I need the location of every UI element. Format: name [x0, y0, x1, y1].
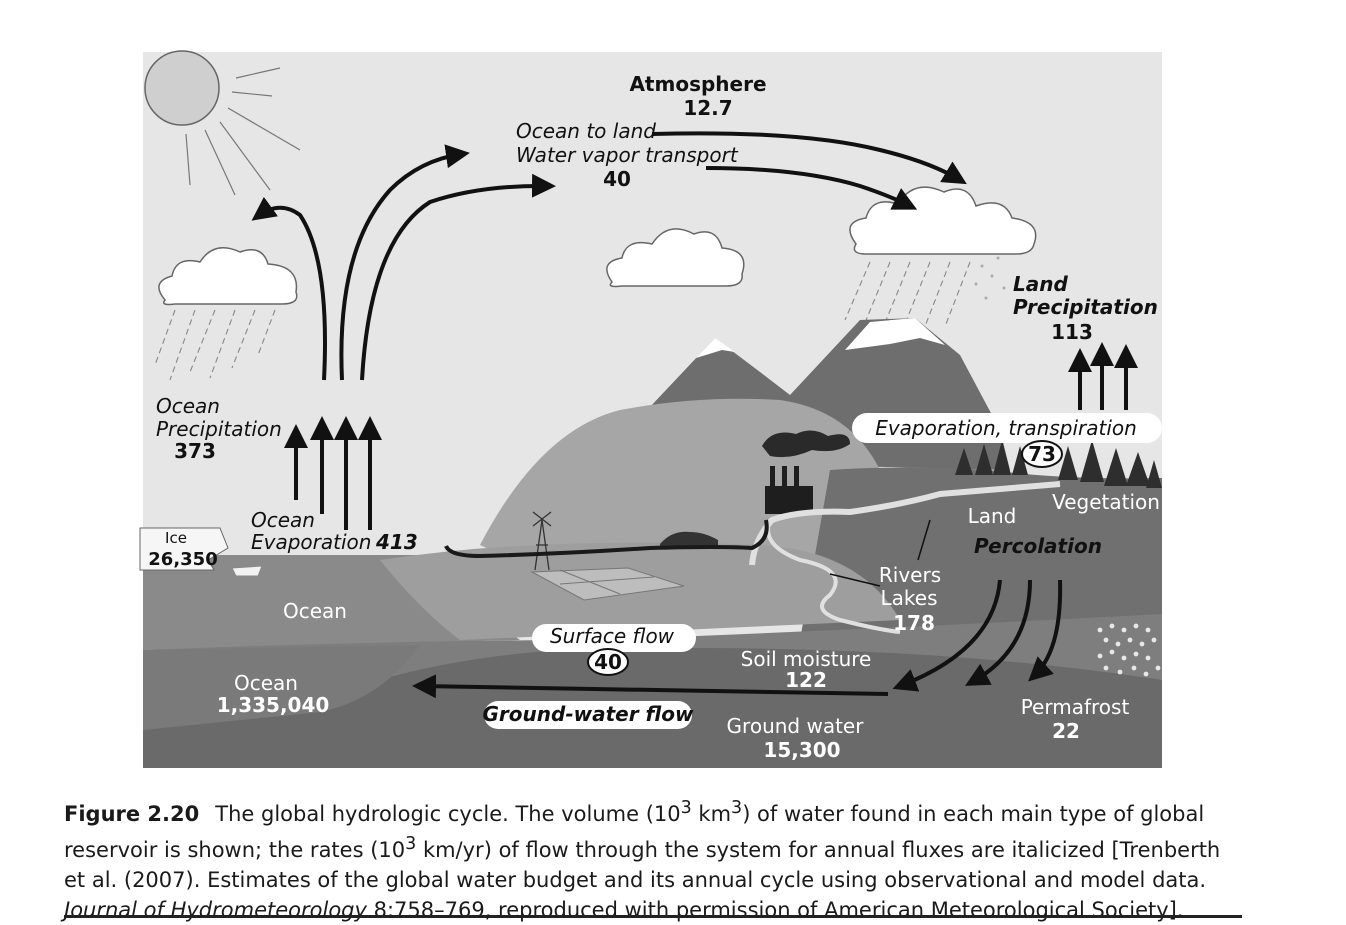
surface-flow-value: 40 [594, 650, 622, 674]
permafrost-value: 22 [1052, 719, 1080, 743]
ocean-deep [143, 645, 420, 730]
land-precip-label-1: Land [1013, 272, 1068, 296]
ocean-to-land-label: Ocean to land [516, 119, 656, 143]
ocean-precip-label-1: Ocean [156, 394, 220, 418]
forest [955, 440, 1162, 488]
land-precip-label-2: Precipitation [1013, 295, 1158, 319]
ice-value: 26,350 [148, 549, 217, 570]
farm-fields [530, 567, 685, 601]
caption-rule [64, 915, 1242, 918]
evap-transp-value: 73 [1028, 442, 1056, 466]
surface-flow-box [532, 624, 696, 652]
evap-transp-box [852, 413, 1162, 443]
soil-moisture-value: 122 [785, 668, 827, 692]
caption-sup-3: 3 [405, 834, 417, 854]
figure-number: Figure 2.20 [64, 802, 200, 826]
caption-journal: Journal of Hydrometeorology [64, 898, 367, 922]
caption-text-4: km/yr) of flow through the system for an… [64, 838, 1221, 892]
atmosphere-title: Atmosphere [629, 72, 766, 96]
caption-sup-1: 3 [680, 798, 692, 818]
vapor-arrows [251, 131, 967, 381]
sun-icon [144, 50, 301, 196]
rivers-label: Rivers [879, 563, 941, 587]
ocean-evap-label-2: Evaporation [251, 530, 371, 554]
factory-icon [762, 430, 850, 514]
water-vapor-transport-label: Water vapor transport [516, 143, 739, 167]
ice-label: Ice [165, 529, 187, 547]
soil-moisture-label: Soil moisture [741, 647, 872, 671]
ice-shelf [139, 527, 229, 571]
caption-text-3: ) of water found in each main type of gl… [64, 802, 1205, 862]
land-right [800, 467, 1162, 640]
surface-flow-line [444, 519, 769, 559]
evaporation-arrows [284, 342, 1138, 530]
atmosphere-value: 12.7 [683, 96, 732, 120]
percolation-label: Percolation [974, 534, 1102, 558]
hydrologic-cycle-diagram: Atmosphere 12.7 Ocean to land Water vapo… [139, 50, 1162, 768]
groundwater-flow-label: Ground-water flow [483, 702, 695, 726]
ocean-volume-label: Ocean [234, 671, 298, 695]
land-label: Land [968, 504, 1017, 528]
evap-transp-value-oval [1021, 440, 1063, 468]
groundwater-value: 15,300 [763, 738, 840, 762]
ocean-evap-label-1: Ocean [251, 508, 315, 532]
cloud-ocean-icon [158, 247, 298, 306]
rivers-lakes-value: 178 [893, 611, 935, 635]
surface-flow-label: Surface flow [550, 624, 675, 648]
ocean-precip-value: 373 [174, 439, 216, 463]
caption-text-2: km [691, 802, 732, 826]
caption-text-1: The global hydrologic cycle. The volume … [215, 802, 681, 826]
ocean-evap-value: 413 [375, 530, 418, 554]
pointer-lines [829, 519, 931, 587]
vegetation-label: Vegetation [1052, 490, 1160, 514]
figure-caption: Figure 2.20 The global hydrologic cycle. … [64, 793, 1244, 925]
snow-dots [974, 256, 1006, 300]
river-lower [766, 519, 901, 634]
land-precip-value: 113 [1051, 320, 1093, 344]
windmill-icon [532, 511, 552, 571]
lakes-label: Lakes [881, 586, 938, 610]
groundwater-label: Ground water [727, 714, 865, 738]
permafrost-label: Permafrost [1021, 695, 1130, 719]
ocean-surface-label: Ocean [283, 599, 347, 623]
evap-transp-label: Evaporation, transpiration [875, 416, 1137, 440]
ocean-volume-value: 1,335,040 [217, 693, 330, 717]
cloud-middle-icon [606, 228, 745, 288]
caption-sup-2: 3 [731, 798, 743, 818]
ice-floe [231, 565, 263, 577]
surface-flow-value-oval [587, 648, 629, 676]
ocean-to-land-value: 40 [603, 167, 631, 191]
ocean-precip-label-2: Precipitation [156, 417, 282, 441]
percolation-arrows [892, 579, 1063, 692]
car-icon [660, 531, 718, 548]
permafrost-dots [1097, 623, 1161, 677]
groundwater-flow-arrow [412, 674, 889, 699]
caption-text-5: 8:758–769, reproduced with permission of… [366, 898, 1184, 922]
groundwater-flow-box [484, 701, 692, 729]
rain-ocean [154, 309, 276, 381]
